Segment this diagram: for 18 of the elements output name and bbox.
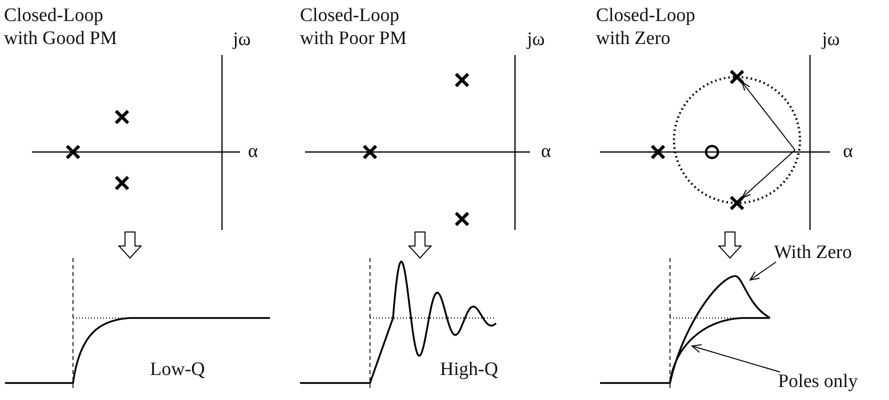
leader-line [750,262,776,280]
axis-label: jω [822,28,840,51]
hollow-arrow [718,232,742,259]
plot-title: Closed-Loop with Poor PM [300,4,408,50]
callout-label: Poles only [778,370,883,393]
plot-label: Low-Q [150,358,205,381]
plot-title: Closed-Loop with Good PM [4,4,118,50]
leader-line [692,344,780,372]
plot-label: High-Q [440,358,498,381]
axis-label: jω [233,28,251,51]
axis-label: α [843,140,853,163]
axis-label: jω [527,28,545,51]
axis-label: α [248,140,258,163]
hollow-arrow [408,232,432,259]
callout-label: With Zero [774,241,869,264]
hollow-arrow [118,232,142,259]
axis-label: α [541,140,551,163]
plot-title: Closed-Loop with Zero [596,4,696,50]
